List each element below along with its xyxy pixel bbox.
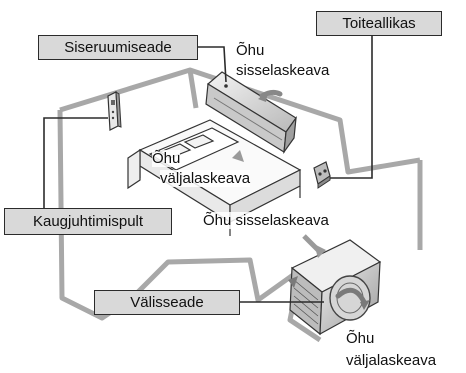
indoor-intake-text-line1: Õhu <box>236 42 265 59</box>
outdoor-outlet-text-line2: väljalaskeava <box>346 352 437 369</box>
indoor-outlet-text-line2: väljalaskeava <box>160 170 251 187</box>
outdoor-unit-label: Välisseade <box>94 290 240 315</box>
indoor-unit-label: Siseruumiseade <box>38 35 198 60</box>
indoor-intake-text-line2: sisselaskeava <box>236 62 330 79</box>
outdoor-intake-text: Õhu sisselaskeava <box>203 212 329 229</box>
indoor-outlet-text-line1: Õhu <box>152 150 181 167</box>
remote-control-icon <box>107 91 122 131</box>
outdoor-unit-icon <box>288 234 382 336</box>
remote-control-label: Kaugjuhtimispult <box>4 208 172 235</box>
leader-lines <box>43 36 373 303</box>
power-supply-label: Toiteallikas <box>316 11 442 36</box>
outdoor-outlet-text-line1: Õhu <box>346 330 375 347</box>
indoor-outlet-arrow-icon <box>232 150 244 162</box>
indoor-ac-unit-icon <box>205 71 297 155</box>
power-outlet-icon <box>313 161 331 189</box>
